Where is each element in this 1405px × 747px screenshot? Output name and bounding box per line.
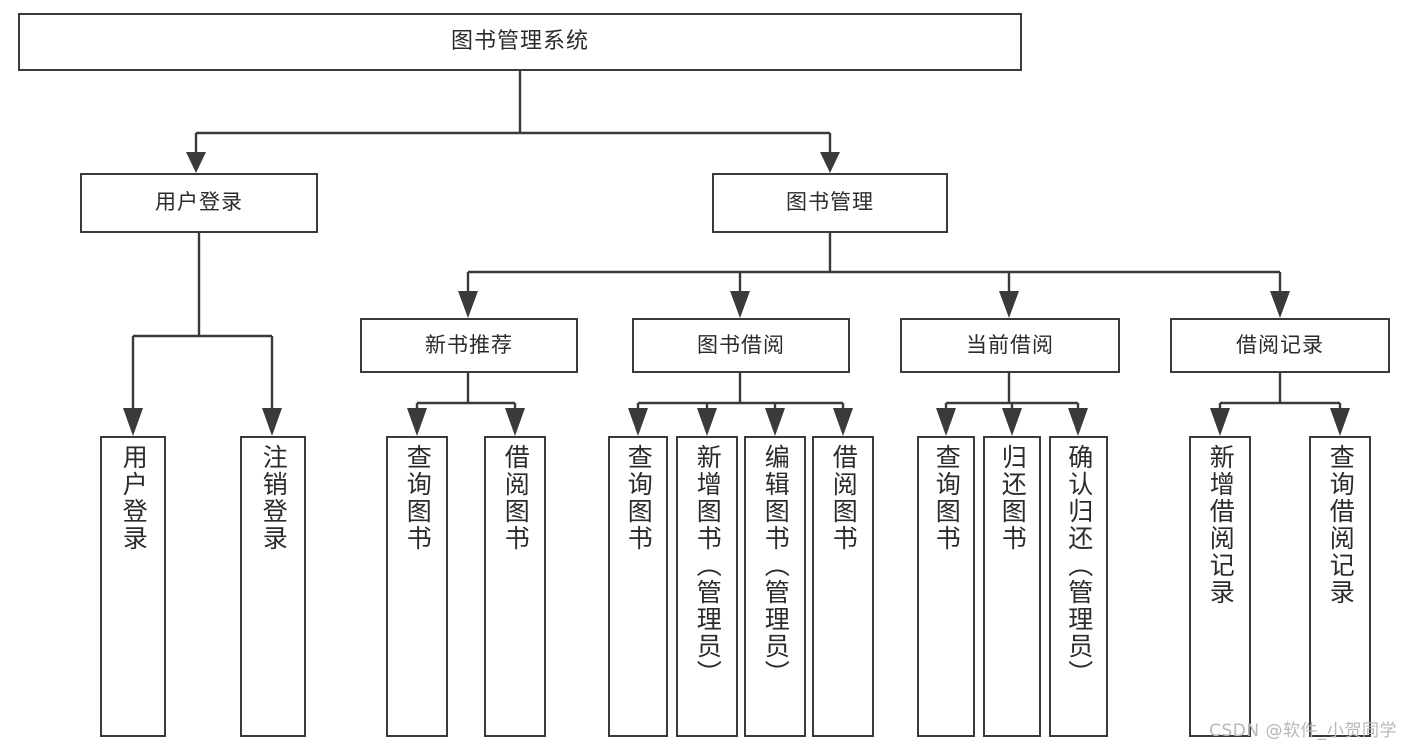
arrow-userlogin xyxy=(186,152,206,173)
node-leaf-query-book-1[interactable]: 查询图书 xyxy=(386,436,448,737)
arrow-leaf-return-book xyxy=(1002,408,1022,436)
node-leaf-return-book[interactable]: 归还图书 xyxy=(983,436,1041,737)
node-leaf-borrow-book-2-label: 借阅图书 xyxy=(829,444,859,552)
arrow-leaf-add-record xyxy=(1210,408,1230,436)
node-borrow-record[interactable]: 借阅记录 xyxy=(1170,318,1390,373)
node-user-login-label: 用户登录 xyxy=(155,190,243,215)
node-leaf-borrow-book-1-label: 借阅图书 xyxy=(501,444,531,552)
node-leaf-query-record-label: 查询借阅记录 xyxy=(1326,444,1356,606)
arrow-leaf-query-book-2 xyxy=(628,408,648,436)
arrow-current-borrow xyxy=(999,291,1019,318)
node-leaf-borrow-book-1[interactable]: 借阅图书 xyxy=(484,436,546,737)
arrow-leaf-borrow-book-2 xyxy=(833,408,853,436)
node-new-book-rec-label: 新书推荐 xyxy=(425,332,513,357)
arrow-leaf-user-logout xyxy=(262,408,282,436)
node-leaf-user-login[interactable]: 用户登录 xyxy=(100,436,166,737)
node-leaf-add-book[interactable]: 新增图书（管理员） xyxy=(676,436,738,737)
node-current-borrow-label: 当前借阅 xyxy=(966,332,1054,357)
node-current-borrow[interactable]: 当前借阅 xyxy=(900,318,1120,373)
arrow-leaf-user-login xyxy=(123,408,143,436)
node-leaf-user-login-label: 用户登录 xyxy=(119,444,149,552)
node-leaf-confirm-return-label: 确认归还（管理员） xyxy=(1064,444,1094,687)
node-borrow-record-label: 借阅记录 xyxy=(1236,332,1324,357)
arrow-leaf-query-book-1 xyxy=(407,408,427,436)
node-leaf-query-book-1-label: 查询图书 xyxy=(403,444,433,552)
node-leaf-add-record-label: 新增借阅记录 xyxy=(1206,444,1236,606)
node-book-borrow-label: 图书借阅 xyxy=(697,332,785,357)
node-root[interactable]: 图书管理系统 xyxy=(18,13,1022,71)
node-leaf-user-logout[interactable]: 注销登录 xyxy=(240,436,306,737)
node-leaf-add-record[interactable]: 新增借阅记录 xyxy=(1189,436,1251,737)
arrow-leaf-query-record xyxy=(1330,408,1350,436)
arrow-new-book-rec xyxy=(458,291,478,318)
arrow-leaf-confirm-return xyxy=(1068,408,1088,436)
arrow-leaf-edit-book xyxy=(765,408,785,436)
node-leaf-confirm-return[interactable]: 确认归还（管理员） xyxy=(1049,436,1108,737)
node-leaf-query-book-2-label: 查询图书 xyxy=(624,444,654,552)
node-leaf-query-book-3[interactable]: 查询图书 xyxy=(917,436,975,737)
node-leaf-user-logout-label: 注销登录 xyxy=(259,444,289,552)
node-book-manage-label: 图书管理 xyxy=(786,190,874,215)
node-leaf-query-book-2[interactable]: 查询图书 xyxy=(608,436,668,737)
node-new-book-rec[interactable]: 新书推荐 xyxy=(360,318,578,373)
node-leaf-borrow-book-2[interactable]: 借阅图书 xyxy=(812,436,874,737)
node-book-manage[interactable]: 图书管理 xyxy=(712,173,948,233)
node-leaf-query-book-3-label: 查询图书 xyxy=(932,444,962,552)
node-user-login[interactable]: 用户登录 xyxy=(80,173,318,233)
node-leaf-edit-book[interactable]: 编辑图书（管理员） xyxy=(744,436,806,737)
node-leaf-edit-book-label: 编辑图书（管理员） xyxy=(761,444,791,687)
arrow-leaf-add-book xyxy=(697,408,717,436)
node-root-label: 图书管理系统 xyxy=(450,28,589,54)
arrow-book-borrow xyxy=(730,291,750,318)
watermark: CSDN @软件_小贺同学 xyxy=(1209,721,1397,741)
node-book-borrow[interactable]: 图书借阅 xyxy=(632,318,850,373)
node-leaf-query-record[interactable]: 查询借阅记录 xyxy=(1309,436,1371,737)
arrow-leaf-borrow-book-1 xyxy=(505,408,525,436)
arrow-borrow-record xyxy=(1270,291,1290,318)
node-leaf-add-book-label: 新增图书（管理员） xyxy=(693,444,723,687)
arrow-leaf-query-book-3 xyxy=(936,408,956,436)
arrow-bookmanage xyxy=(820,152,840,173)
node-leaf-return-book-label: 归还图书 xyxy=(998,444,1028,552)
